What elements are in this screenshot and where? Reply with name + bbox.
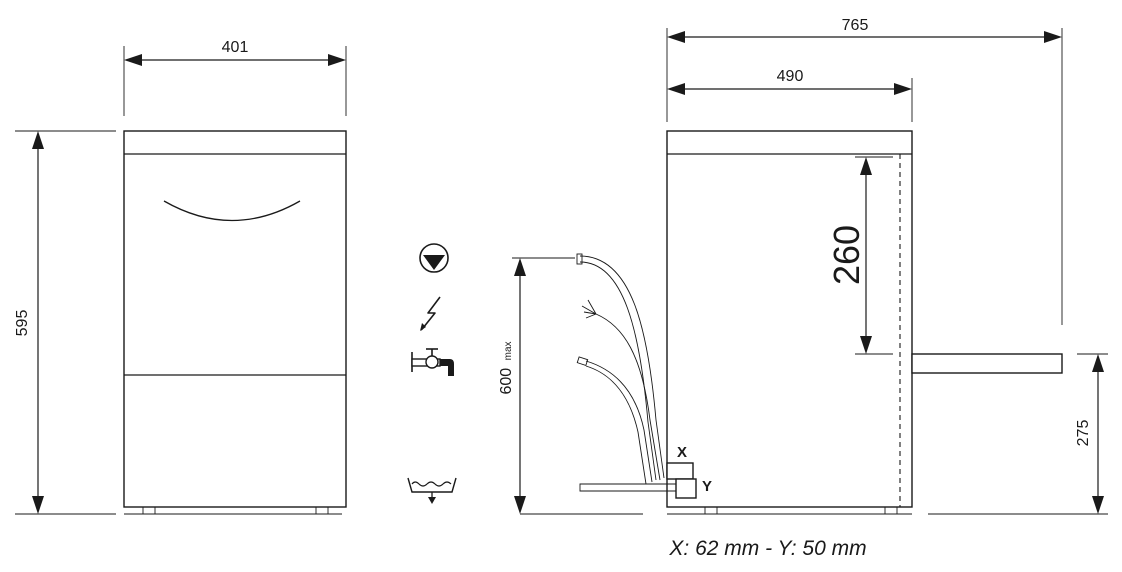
hose-height-dimension: 600 max: [498, 257, 575, 514]
connection-size-note: X: 62 mm - Y: 50 mm: [668, 537, 866, 560]
hose-height-suffix: max: [503, 341, 514, 360]
depth-dimension: 490: [667, 68, 913, 122]
water-tap-icon: [411, 348, 454, 376]
front-view: [123, 130, 347, 515]
floor-drain-pipe: [579, 483, 677, 492]
drain-hose-end: [576, 253, 583, 265]
height-dimension: 595: [14, 130, 116, 515]
drain-hose-inner: [579, 261, 657, 481]
width-dimension: 401: [123, 39, 347, 116]
hose-height-value: 600: [498, 368, 515, 395]
side-body: [666, 130, 913, 508]
door-height-label: 260: [826, 225, 867, 285]
front-door-handle: [163, 200, 301, 222]
side-foot-right: [884, 506, 898, 515]
open-height-dimension: 275: [1075, 353, 1108, 514]
front-foot-left: [142, 506, 156, 515]
power-cable-wires: [581, 299, 597, 319]
connection-box-lower: [675, 478, 697, 499]
water-inlet-hose-inner: [585, 365, 647, 485]
connection-box: X Y: [666, 444, 712, 499]
power-cable: [595, 313, 661, 481]
drain-hose-outer: [579, 255, 665, 479]
front-body: [123, 130, 347, 508]
floor-drain-icon: [407, 477, 457, 504]
door-height-dimension: 260: [826, 156, 893, 355]
connection-hoses: [576, 253, 677, 492]
side-view: [520, 28, 1108, 515]
total-depth-dimension: 765: [666, 17, 1062, 122]
water-inlet-hose: [585, 360, 653, 483]
hose-height-label: 600 max: [498, 341, 515, 394]
connection-y-label: Y: [702, 478, 712, 495]
open-height-label: 275: [1075, 420, 1092, 447]
open-door-rack: [911, 353, 1063, 374]
side-foot-left: [704, 506, 718, 515]
water-inlet-hose-end: [576, 356, 589, 366]
electric-icon: [420, 296, 441, 331]
total-depth-label: 765: [842, 17, 869, 34]
height-label: 595: [14, 310, 31, 337]
drain-pump-icon: [419, 243, 449, 273]
width-label: 401: [222, 39, 249, 56]
connection-box-upper: [666, 462, 694, 480]
connection-x-label: X: [677, 444, 687, 461]
depth-label: 490: [777, 68, 804, 85]
front-foot-right: [315, 506, 329, 515]
